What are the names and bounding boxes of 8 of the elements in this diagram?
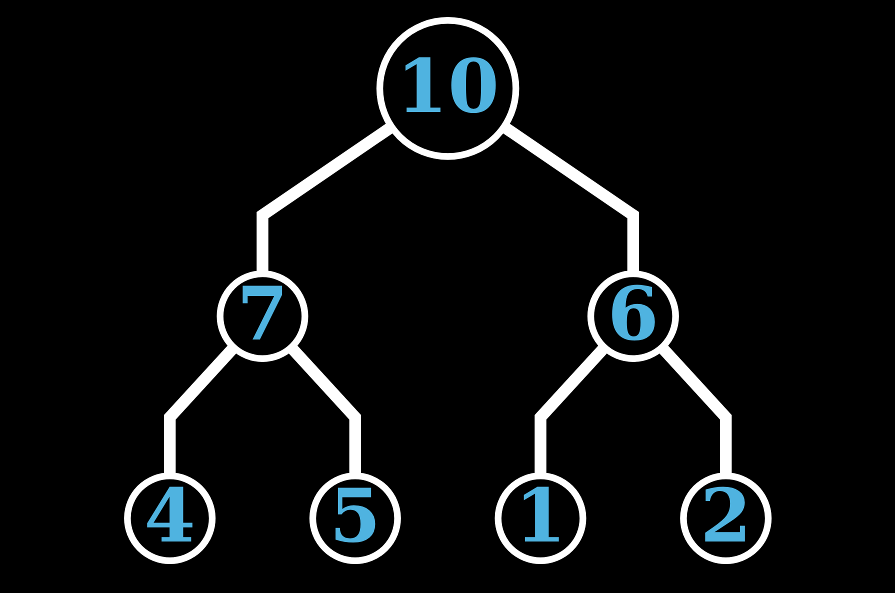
node-circle: 2: [680, 472, 772, 564]
node-circle: 1: [494, 472, 586, 564]
node-circle: 4: [124, 472, 216, 564]
node-circle: 5: [309, 472, 401, 564]
connector: [256, 122, 395, 274]
node-circle: 7: [216, 270, 308, 362]
node-circle: 10: [376, 16, 519, 160]
node-circle: 6: [587, 270, 679, 362]
